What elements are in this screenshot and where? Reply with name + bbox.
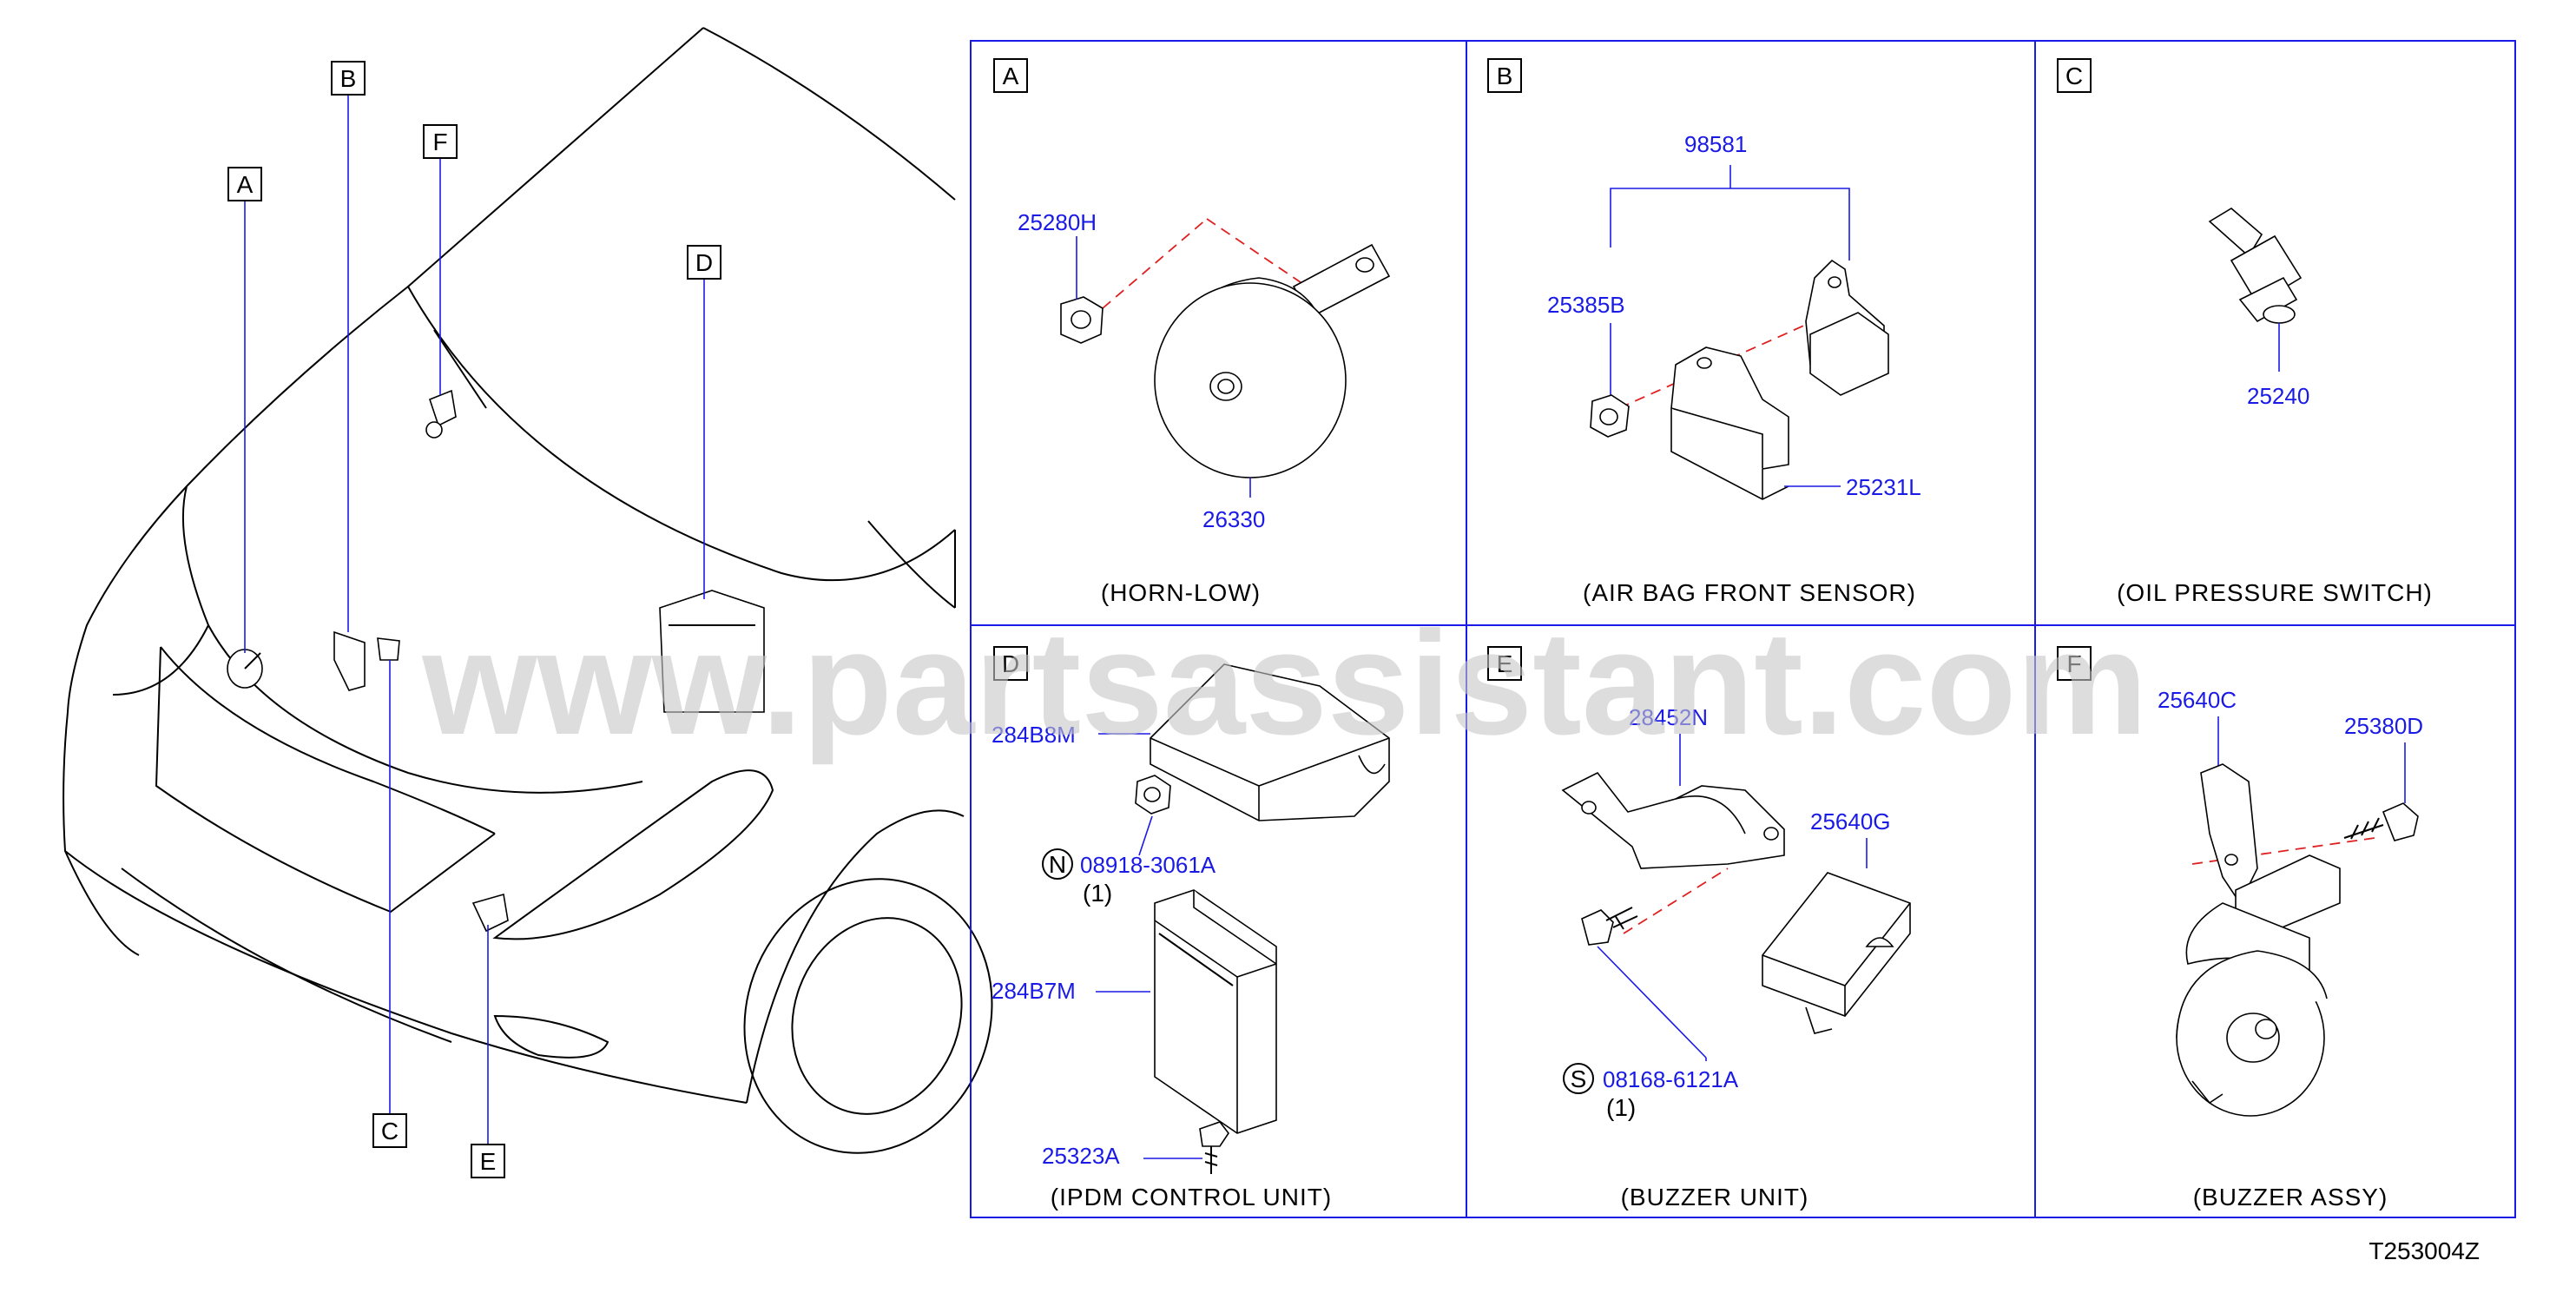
svg-text:E: E	[480, 1148, 497, 1175]
parts-grid: A 25280H 26330 (HORN-LOW)	[970, 40, 2516, 1218]
svg-text:(IPDM CONTROL UNIT): (IPDM CONTROL UNIT)	[1051, 1184, 1332, 1211]
marker-e: E	[471, 1144, 505, 1178]
svg-text:(AIR BAG FRONT SENSOR): (AIR BAG FRONT SENSOR)	[1583, 579, 1916, 606]
svg-text:26330: 26330	[1202, 506, 1265, 532]
nut-icon	[1135, 775, 1171, 815]
svg-text:25280H: 25280H	[1018, 209, 1097, 235]
svg-text:C: C	[381, 1118, 399, 1145]
buzzer-bracket-icon	[1561, 771, 1785, 869]
marker-b: B	[331, 61, 366, 96]
svg-text:B: B	[340, 65, 357, 92]
svg-text:F: F	[2066, 650, 2081, 677]
panel-d: D 284B8M N 08918-3061A (1)	[992, 646, 1390, 1211]
air-bag-sensor-icon	[1590, 259, 1889, 500]
panel-f: F 25640C 25380D (BUZZER ASSY)	[2057, 646, 2423, 1211]
svg-text:08918-3061A: 08918-3061A	[1080, 852, 1216, 878]
svg-text:F: F	[432, 129, 447, 155]
svg-text:25640G: 25640G	[1810, 808, 1891, 835]
svg-text:D: D	[1002, 650, 1019, 677]
svg-text:C: C	[2065, 63, 2083, 89]
svg-text:E: E	[1497, 650, 1513, 677]
svg-text:25640C: 25640C	[2158, 687, 2237, 713]
oil-pressure-switch-icon	[2208, 208, 2303, 324]
svg-text:25240: 25240	[2247, 383, 2309, 409]
bolt-icon	[1581, 907, 1638, 946]
marker-d: D	[687, 245, 721, 280]
svg-text:(OIL PRESSURE SWITCH): (OIL PRESSURE SWITCH)	[2117, 579, 2433, 606]
svg-text:(HORN-LOW): (HORN-LOW)	[1101, 579, 1261, 606]
svg-text:A: A	[237, 171, 254, 198]
buzzer-assy-icon	[2176, 763, 2375, 1117]
svg-text:(BUZZER UNIT): (BUZZER UNIT)	[1621, 1184, 1809, 1211]
panel-c: C 25240 (OIL PRESSURE SWITCH)	[2057, 58, 2433, 606]
panel-b: B 98581 25385B 25231L (AIR BAG FRONT S	[1487, 58, 1921, 606]
ipdm-control-unit-icon	[1154, 889, 1277, 1134]
screw-icon	[2343, 802, 2419, 841]
svg-text:(1): (1)	[1606, 1094, 1636, 1121]
svg-text:S: S	[1571, 1065, 1587, 1092]
svg-text:25323A: 25323A	[1042, 1143, 1120, 1169]
svg-text:A: A	[1003, 63, 1019, 89]
horn-low-icon	[1060, 218, 1391, 478]
svg-text:(BUZZER ASSY): (BUZZER ASSY)	[2193, 1184, 2388, 1211]
marker-f: F	[423, 124, 458, 159]
panel-e: E 28452N 25640G	[1487, 646, 1911, 1211]
diagram-code: T253004Z	[2368, 1237, 2480, 1264]
buzzer-unit-icon	[471, 893, 509, 933]
svg-text:25231L: 25231L	[1846, 474, 1921, 500]
sensor-bracket-icon	[333, 630, 366, 691]
svg-text:98581: 98581	[1684, 131, 1747, 157]
svg-text:08168-6121A: 08168-6121A	[1603, 1066, 1739, 1092]
watermark: www.partsassistant.com	[421, 601, 2147, 766]
svg-text:28452N: 28452N	[1629, 704, 1708, 730]
marker-a: A	[227, 167, 262, 201]
svg-text:D: D	[695, 249, 713, 276]
ipdm-cover-icon	[1150, 663, 1390, 821]
ipdm-box-icon	[659, 590, 765, 713]
svg-text:B: B	[1497, 63, 1513, 89]
svg-text:N: N	[1049, 851, 1066, 878]
svg-text:284B8M: 284B8M	[992, 722, 1076, 748]
marker-c: C	[372, 1113, 407, 1148]
car-overview: A B C D E F	[63, 27, 993, 1178]
buzzer-icon	[429, 389, 457, 427]
svg-text:(1): (1)	[1083, 880, 1112, 907]
panel-a: A 25280H 26330 (HORN-LOW)	[993, 58, 1391, 606]
svg-text:284B7M: 284B7M	[992, 978, 1076, 1004]
svg-text:25380D: 25380D	[2344, 713, 2423, 739]
svg-text:25385B: 25385B	[1547, 292, 1625, 318]
bolt-icon	[1199, 1121, 1229, 1174]
buzzer-unit-icon	[1762, 872, 1911, 1034]
